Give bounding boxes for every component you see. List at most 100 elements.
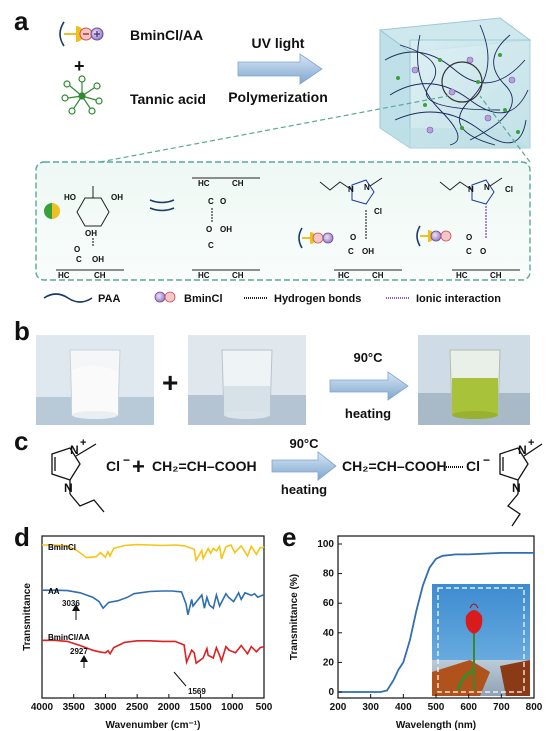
heating-label-b: heating <box>345 406 391 421</box>
ftir-line-1 <box>42 543 265 563</box>
heating-arrow-b <box>329 371 409 401</box>
heating-temp-b: 90°C <box>353 350 383 365</box>
svg-text:N: N <box>484 183 490 192</box>
uv-ytick-label-2: 40 <box>323 628 335 639</box>
svg-text:C: C <box>76 255 82 264</box>
svg-text:+: + <box>132 454 145 479</box>
uv-ytick-label-4: 80 <box>323 569 335 580</box>
svg-text:N: N <box>64 481 73 495</box>
ftir-xtick-label-7: 500 <box>256 702 273 713</box>
svg-text:−: − <box>483 453 490 467</box>
imidazolium-right <box>499 443 543 527</box>
annotation-3036: 3036 <box>62 599 80 608</box>
tannic-acid-icon <box>61 75 103 115</box>
bmincl-paa-ionic: N N Cl O C O HC CH <box>416 177 520 280</box>
svg-text:HO: HO <box>64 193 76 202</box>
panel-d-label: d <box>14 522 30 552</box>
ftir-xtick-label-0: 4000 <box>31 702 54 713</box>
monomer-label: BminCl/AA <box>130 27 203 43</box>
uv-xtick-label-2: 400 <box>395 702 412 713</box>
ftir-series <box>42 543 265 666</box>
process-arrow <box>237 53 323 85</box>
svg-text:BminCl: BminCl <box>184 293 223 305</box>
svg-text:OH: OH <box>362 247 374 256</box>
svg-text:HC: HC <box>198 179 210 188</box>
uv-ytick-label-3: 60 <box>323 598 335 609</box>
product-acrylic: CH₂=CH–COOH <box>342 458 447 474</box>
panel-c-label: c <box>14 426 28 456</box>
panel-c: c N + N Cl − + CH₂=CH–COOH 90°C heating … <box>14 426 543 527</box>
panel-b: b + 90°C heating <box>14 316 530 425</box>
svg-text:O: O <box>350 233 356 242</box>
svg-text:N: N <box>512 481 521 495</box>
uv-xtick-label-1: 300 <box>362 702 379 713</box>
svg-text:CH: CH <box>490 271 502 280</box>
ta-paa-interaction: HO OH OH O C OH HC CH <box>44 186 124 280</box>
ftir-ylabel: Transmittance <box>22 583 33 651</box>
crosslinker-label: Tannic acid <box>130 91 206 107</box>
hydrogel-cube <box>378 17 532 149</box>
svg-text:+: + <box>528 437 534 449</box>
photo-bmincl-powder <box>36 335 154 425</box>
ftir-xtick-label-1: 3500 <box>63 702 86 713</box>
arrow-top-label: UV light <box>252 35 305 51</box>
svg-text:Cl: Cl <box>374 207 382 216</box>
svg-text:O: O <box>480 247 486 256</box>
arrow-bottom-label: Polymerization <box>228 89 328 105</box>
svg-text:O: O <box>220 197 226 206</box>
uv-xlabel: Wavelength (nm) <box>396 720 476 731</box>
uv-xtick-label-4: 600 <box>460 702 477 713</box>
uv-ytick-label-0: 0 <box>328 687 334 698</box>
uv-ylabel: Transmittance (%) <box>289 574 300 660</box>
uv-xtick-label-0: 200 <box>330 702 347 713</box>
svg-text:CH: CH <box>232 179 244 188</box>
svg-text:CH: CH <box>232 271 244 280</box>
svg-text:OH: OH <box>85 229 97 238</box>
ftir-xlabel: Wavenumber (cm⁻¹) <box>106 720 201 731</box>
svg-text:OH: OH <box>111 193 123 202</box>
ftir-xtick-label-6: 1000 <box>221 702 244 713</box>
series-label-aa: AA <box>48 587 60 596</box>
ftir-line-2 <box>42 589 265 615</box>
ftir-xtick-label-3: 2500 <box>126 702 149 713</box>
svg-text:HC: HC <box>456 271 468 280</box>
uv-xtick-label-5: 700 <box>493 702 510 713</box>
ftir-xtick-label-4: 2000 <box>158 702 181 713</box>
uv-xtick-label-6: 800 <box>526 702 543 713</box>
inset-photo-tulip <box>432 584 530 696</box>
panel-b-label: b <box>14 316 30 346</box>
svg-text:C: C <box>466 247 472 256</box>
svg-text:N: N <box>364 183 370 192</box>
svg-text:Hydrogen bonds: Hydrogen bonds <box>274 293 361 305</box>
svg-text:O: O <box>206 225 212 234</box>
svg-text:N: N <box>518 443 527 457</box>
svg-text:HC: HC <box>58 271 70 280</box>
photo-aa-liquid <box>188 335 306 425</box>
svg-text:CH: CH <box>372 271 384 280</box>
annotation-1569: 1569 <box>188 687 206 696</box>
imidazolium-left <box>51 443 105 513</box>
svg-text:Cl: Cl <box>466 458 480 474</box>
svg-text:PAA: PAA <box>98 293 120 305</box>
svg-text:OH: OH <box>220 225 232 234</box>
svg-text:C: C <box>208 241 214 250</box>
panel-e-label: e <box>282 522 296 552</box>
uv-ytick-label-1: 20 <box>323 657 335 668</box>
ftir-xtick-label-2: 3000 <box>94 702 117 713</box>
annotation-2927: 2927 <box>70 647 88 656</box>
series-label-bmincl: BminCl <box>48 543 76 552</box>
svg-text:Ionic interaction: Ionic interaction <box>416 293 501 305</box>
svg-text:O: O <box>74 245 80 254</box>
svg-text:−: − <box>123 453 130 467</box>
svg-text:90°C: 90°C <box>289 436 319 451</box>
panel-a: a BminCl/AA + Tannic acid <box>14 6 532 305</box>
ftir-line-3 <box>42 639 265 666</box>
photo-product-liquid <box>418 335 530 425</box>
uv-series <box>338 552 534 693</box>
plus-sign-b: + <box>162 367 178 398</box>
acrylic-acid: CH₂=CH–COOH <box>152 458 257 474</box>
svg-text:+: + <box>80 437 86 449</box>
